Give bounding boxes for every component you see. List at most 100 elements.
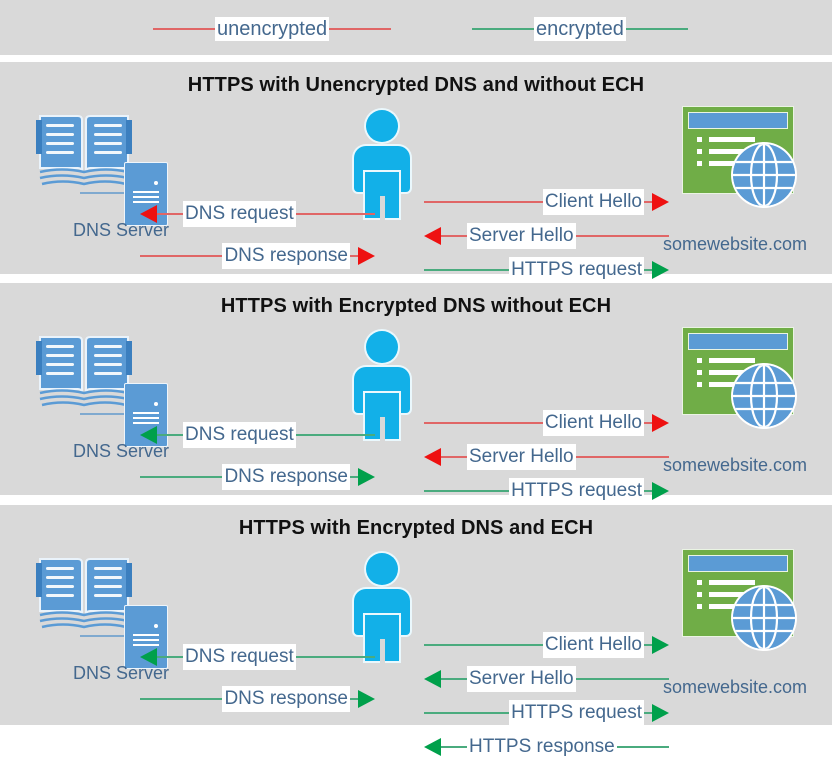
arrowhead-left-icon <box>140 648 157 666</box>
arrow-line-segment <box>295 656 375 658</box>
message-label: HTTPS request <box>509 478 644 504</box>
panel-title: HTTPS with Encrypted DNS and ECH <box>238 517 594 539</box>
arrow-line-segment <box>424 644 543 646</box>
arrow-line-segment <box>441 746 467 748</box>
arrow-line-segment <box>424 269 510 271</box>
globe-icon-glyph <box>733 587 795 649</box>
scenario-panel-3: HTTPS with Encrypted DNS and ECH DNS Ser… <box>0 505 832 760</box>
globe-icon-glyph <box>733 365 795 427</box>
legend-item-unencrypted: unencrypted <box>153 16 392 42</box>
legend-line-swatch-encrypted <box>472 28 534 30</box>
arrowhead-right-icon <box>652 261 669 279</box>
arrow-line-segment <box>644 712 652 714</box>
message-label: Client Hello <box>542 410 644 436</box>
globe-icon <box>733 587 795 649</box>
scenario-panel-1: HTTPS with Unencrypted DNS and without E… <box>0 62 832 317</box>
dns-connector-line <box>80 413 128 415</box>
message-label: DNS request <box>183 644 296 670</box>
message-label: DNS response <box>222 243 350 269</box>
client-person-icon <box>352 553 412 663</box>
arrow-line-segment <box>350 255 358 257</box>
arrow-line-segment <box>575 678 669 680</box>
dns-server-label: DNS Server <box>72 441 170 461</box>
browser-list-icon <box>697 580 755 616</box>
dns-server-label: DNS Server <box>72 220 170 240</box>
arrowhead-right-icon <box>358 690 375 708</box>
arrowhead-left-icon <box>140 426 157 444</box>
website-label: somewebsite.com <box>662 234 808 254</box>
dns-message-row: DNS response <box>140 242 375 270</box>
arrow-line-segment <box>644 201 652 203</box>
arrow-line-segment <box>644 644 652 646</box>
web-message-row: Server Hello <box>424 443 669 471</box>
client-person-icon <box>352 331 412 441</box>
book-icon <box>36 331 132 409</box>
dns-server-label: DNS Server <box>72 663 170 683</box>
globe-icon <box>733 144 795 206</box>
dns-message-row: DNS request <box>140 643 375 671</box>
panel-title: HTTPS with Encrypted DNS without ECH <box>220 295 612 317</box>
legend-label-unencrypted: unencrypted <box>215 17 330 41</box>
web-message-row: Client Hello <box>424 188 669 216</box>
dns-connector-line <box>80 635 128 637</box>
arrowhead-right-icon <box>652 193 669 211</box>
server-slots-icon <box>133 412 159 427</box>
arrowhead-right-icon <box>358 468 375 486</box>
legend-panel: unencrypted encrypted <box>0 0 832 55</box>
server-led-icon <box>154 181 158 185</box>
legend-line-swatch-unencrypted-2 <box>329 28 392 30</box>
web-message-row: Client Hello <box>424 409 669 437</box>
web-message-row: Server Hello <box>424 665 669 693</box>
browser-titlebar-icon <box>688 112 788 129</box>
dns-connector-line <box>80 192 128 194</box>
person-leg-gap <box>380 639 385 663</box>
arrow-line-segment <box>616 746 669 748</box>
arrowhead-right-icon <box>652 636 669 654</box>
arrowhead-right-icon <box>652 482 669 500</box>
message-label: Client Hello <box>542 632 644 658</box>
website-node: somewebsite.com <box>660 327 810 475</box>
message-label: Server Hello <box>467 666 576 692</box>
web-message-row: HTTPS request <box>424 477 669 505</box>
panel-title: HTTPS with Unencrypted DNS and without E… <box>187 74 645 96</box>
message-label: Server Hello <box>467 223 576 249</box>
legend-line-swatch-unencrypted <box>153 28 215 30</box>
arrow-line-segment <box>644 490 652 492</box>
arrowhead-left-icon <box>140 205 157 223</box>
book-icon-glyph <box>36 336 132 407</box>
website-node: somewebsite.com <box>660 106 810 254</box>
dns-message-row: DNS request <box>140 421 375 449</box>
arrowhead-left-icon <box>424 227 441 245</box>
website-label: somewebsite.com <box>662 677 808 697</box>
globe-icon <box>733 365 795 427</box>
legend-item-encrypted: encrypted <box>472 16 688 42</box>
server-led-icon <box>154 402 158 406</box>
message-label: Client Hello <box>542 189 644 215</box>
web-message-row: Server Hello <box>424 222 669 250</box>
browser-list-icon <box>697 137 755 173</box>
web-message-row: Client Hello <box>424 631 669 659</box>
arrow-line-segment <box>157 656 183 658</box>
message-label: HTTPS request <box>509 257 644 283</box>
book-icon <box>36 110 132 188</box>
arrow-line-segment <box>350 476 358 478</box>
web-message-row: HTTPS response <box>424 733 669 761</box>
arrowhead-left-icon <box>424 448 441 466</box>
browser-titlebar-icon <box>688 555 788 572</box>
globe-icon-glyph <box>733 144 795 206</box>
server-led-icon <box>154 624 158 628</box>
arrow-line-segment <box>644 269 652 271</box>
browser-titlebar-icon <box>688 333 788 350</box>
book-icon-glyph <box>36 558 132 629</box>
arrow-line-segment <box>295 213 375 215</box>
person-head-icon <box>366 110 398 142</box>
arrow-line-segment <box>157 213 183 215</box>
book-icon <box>36 553 132 631</box>
browser-list-icon <box>697 358 755 394</box>
server-slots-icon <box>133 191 159 206</box>
arrow-line-segment <box>441 235 467 237</box>
website-node: somewebsite.com <box>660 549 810 697</box>
arrow-line-segment <box>140 255 223 257</box>
message-label: Server Hello <box>467 444 576 470</box>
